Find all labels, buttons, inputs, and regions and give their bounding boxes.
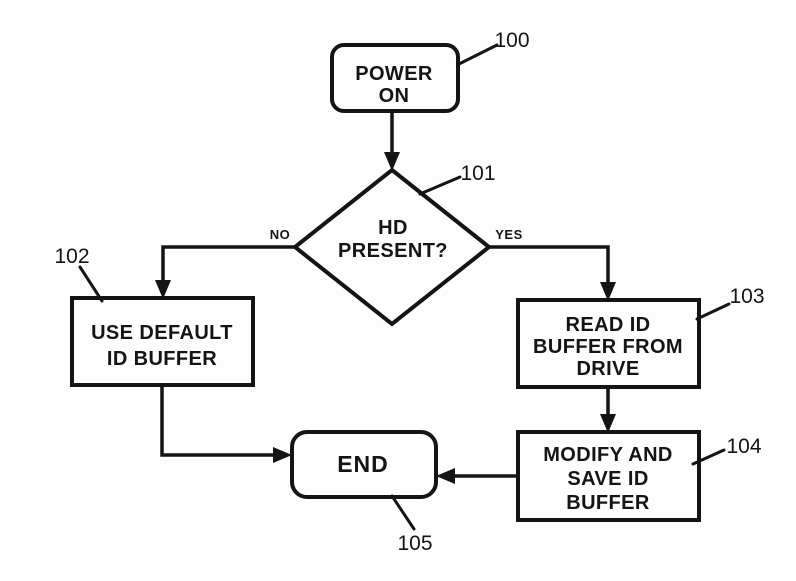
hd-present-diamond-shape (291, 167, 493, 327)
ref-numeral-103: 103 (729, 285, 764, 308)
arrowhead-into-use-default (155, 280, 171, 299)
leader-line-100 (457, 43, 499, 66)
modify-save-label-line2: SAVE ID (567, 468, 648, 490)
ref-numeral-104: 104 (726, 435, 761, 458)
power-on-label-line2: ON (379, 85, 410, 107)
ref-numeral-100: 100 (494, 29, 529, 52)
ref-numeral-101: 101 (460, 162, 495, 185)
read-id-label-line2: BUFFER FROM (533, 336, 683, 358)
power-on-shape (330, 43, 460, 113)
arrowhead-into-modify-save (600, 414, 616, 433)
hd-present-label-line1: HD (378, 217, 408, 239)
node-power-on: POWER ON (330, 43, 460, 113)
ref-numeral-105: 105 (397, 532, 432, 555)
read-id-label-line3: DRIVE (576, 358, 639, 380)
edge-no-branch (161, 245, 295, 283)
leader-line-104 (691, 448, 726, 466)
node-modify-save-id-buffer: MODIFY AND SAVE ID BUFFER (516, 430, 701, 522)
modify-save-label-line3: BUFFER (566, 492, 650, 514)
arrowhead-into-end-left (273, 447, 292, 463)
leader-line-103 (695, 302, 731, 321)
read-id-shape (516, 298, 701, 389)
node-end: END (290, 430, 438, 499)
leader-line-102 (78, 265, 104, 303)
modify-save-label-line1: MODIFY AND (543, 444, 673, 466)
reference-numerals: 100 101 102 103 104 105 (54, 29, 764, 555)
hd-present-label-line2: PRESENT? (338, 240, 448, 262)
yes-branch-label: YES (495, 227, 523, 242)
use-default-label-line1: USE DEFAULT (91, 322, 233, 344)
ref-numeral-102: 102 (54, 245, 89, 268)
power-on-label-line1: POWER (355, 63, 433, 85)
modify-save-shape (516, 430, 701, 522)
node-read-id-buffer: READ ID BUFFER FROM DRIVE (516, 298, 701, 389)
end-label: END (337, 451, 389, 477)
end-shape (290, 430, 438, 499)
arrowhead-into-hd-present (384, 152, 400, 171)
edge-use-default-to-end (160, 385, 276, 457)
edge-yes-branch (489, 245, 610, 285)
use-default-label-line2: ID BUFFER (107, 348, 217, 370)
flow-edges: NO YES (155, 112, 616, 484)
node-hd-present: HD PRESENT? (291, 167, 493, 327)
arrowhead-into-end-right (436, 468, 455, 484)
read-id-label-line1: READ ID (565, 314, 650, 336)
use-default-shape (70, 296, 255, 387)
no-branch-label: NO (270, 227, 291, 242)
leader-line-105 (390, 494, 416, 531)
node-use-default-id-buffer: USE DEFAULT ID BUFFER (70, 296, 255, 387)
leader-line-101 (418, 175, 462, 196)
arrowhead-into-read-id (600, 282, 616, 301)
